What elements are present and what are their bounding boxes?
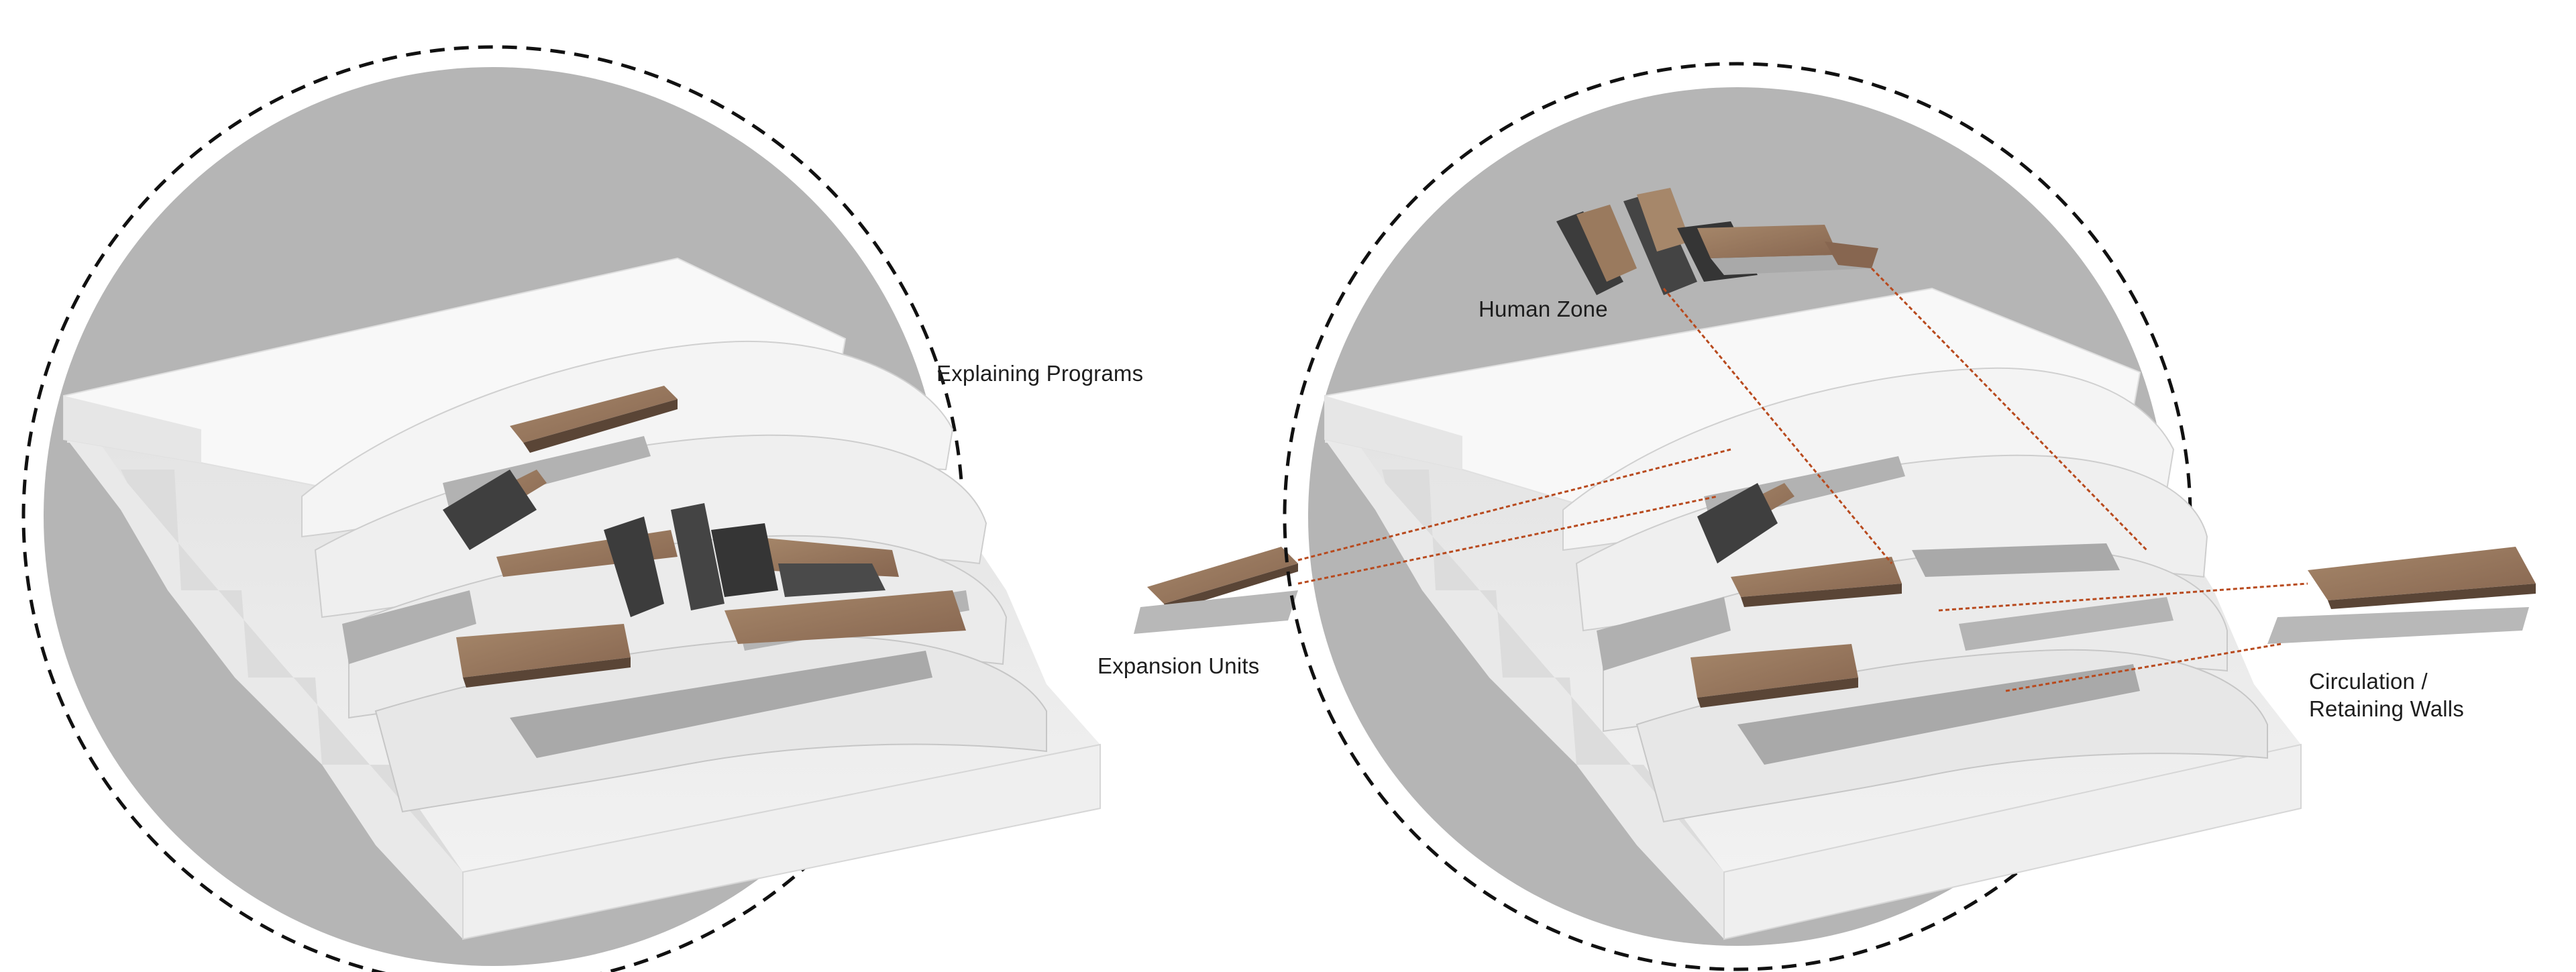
right-wall-b <box>1597 597 1731 671</box>
leader-expansion-2 <box>1297 495 1718 585</box>
left-metal-cluster-1 <box>604 517 664 617</box>
left-model <box>21 45 1101 972</box>
human-zone-wood-2 <box>1637 188 1690 252</box>
right-wall-c <box>1959 597 2174 651</box>
floating-unit-wood <box>1147 547 1298 604</box>
human-zone-wood-1 <box>1576 205 1637 282</box>
right-model <box>1283 62 2302 971</box>
circulation-wood <box>2308 547 2536 600</box>
right-grey-wall-long <box>1912 543 2120 577</box>
leader-human-1 <box>1662 288 1893 564</box>
floating-circulation-unit <box>2267 547 2536 644</box>
label-human-zone: Human Zone <box>1479 296 1608 321</box>
label-circulation-line-2: Retaining Walls <box>2309 696 2465 722</box>
left-wall-b <box>342 590 476 664</box>
human-zone-wood-tip <box>1825 241 1878 268</box>
right-wood-unit-2 <box>1731 557 1902 597</box>
leader-circulation-1 <box>1938 582 2308 612</box>
right-terrain-bottom <box>1723 743 2302 940</box>
left-wood-unit-5 <box>724 590 966 644</box>
left-metal-cluster-5 <box>778 563 885 597</box>
left-wood-unit-4 <box>456 624 631 678</box>
circulation-wood-side <box>2328 584 2536 609</box>
leader-expansion-1 <box>1297 448 1731 561</box>
left-top-slab-edge <box>64 396 201 463</box>
human-zone-cluster <box>1556 188 1878 295</box>
leader-human-2 <box>1870 267 2148 551</box>
circulation-grey <box>2267 607 2529 644</box>
left-wood-unit-4-side <box>463 657 631 688</box>
left-terrain-bottom <box>462 743 1101 940</box>
human-zone-grey-long <box>1711 255 1872 275</box>
left-metal-cluster-2 <box>671 503 724 610</box>
left-metal-cluster-3 <box>711 523 778 597</box>
right-top-slab-edge <box>1325 396 1462 470</box>
right-metal-1 <box>1697 483 1778 563</box>
floating-unit-wood-side <box>1164 563 1298 612</box>
label-expansion-units: Expansion Units <box>1097 653 1260 678</box>
leader-line-icon <box>1297 267 2308 692</box>
left-metal-cluster-4 <box>443 470 537 550</box>
human-zone-wood-long <box>1697 225 1838 258</box>
right-wood-unit-3-side <box>1697 678 1858 708</box>
right-stepped-face <box>1382 470 1724 872</box>
label-explaining-programs: Explaining Programs <box>936 361 1144 386</box>
left-wood-unit-1-side <box>523 399 678 453</box>
right-wood-unit-2-side <box>1741 584 1902 607</box>
label-circulation-retaining-walls: Circulation / Retaining Walls <box>2309 667 2464 723</box>
right-wall-a <box>1737 664 2140 765</box>
label-circulation-line-1: Circulation / <box>2309 669 2428 694</box>
floating-expansion-unit <box>1134 547 1298 634</box>
floating-unit-grey <box>1134 590 1298 634</box>
right-wood-unit-3 <box>1690 644 1858 698</box>
left-stepped-face <box>121 470 463 872</box>
left-wood-unit-1 <box>510 386 678 443</box>
left-wall-a <box>510 651 932 758</box>
